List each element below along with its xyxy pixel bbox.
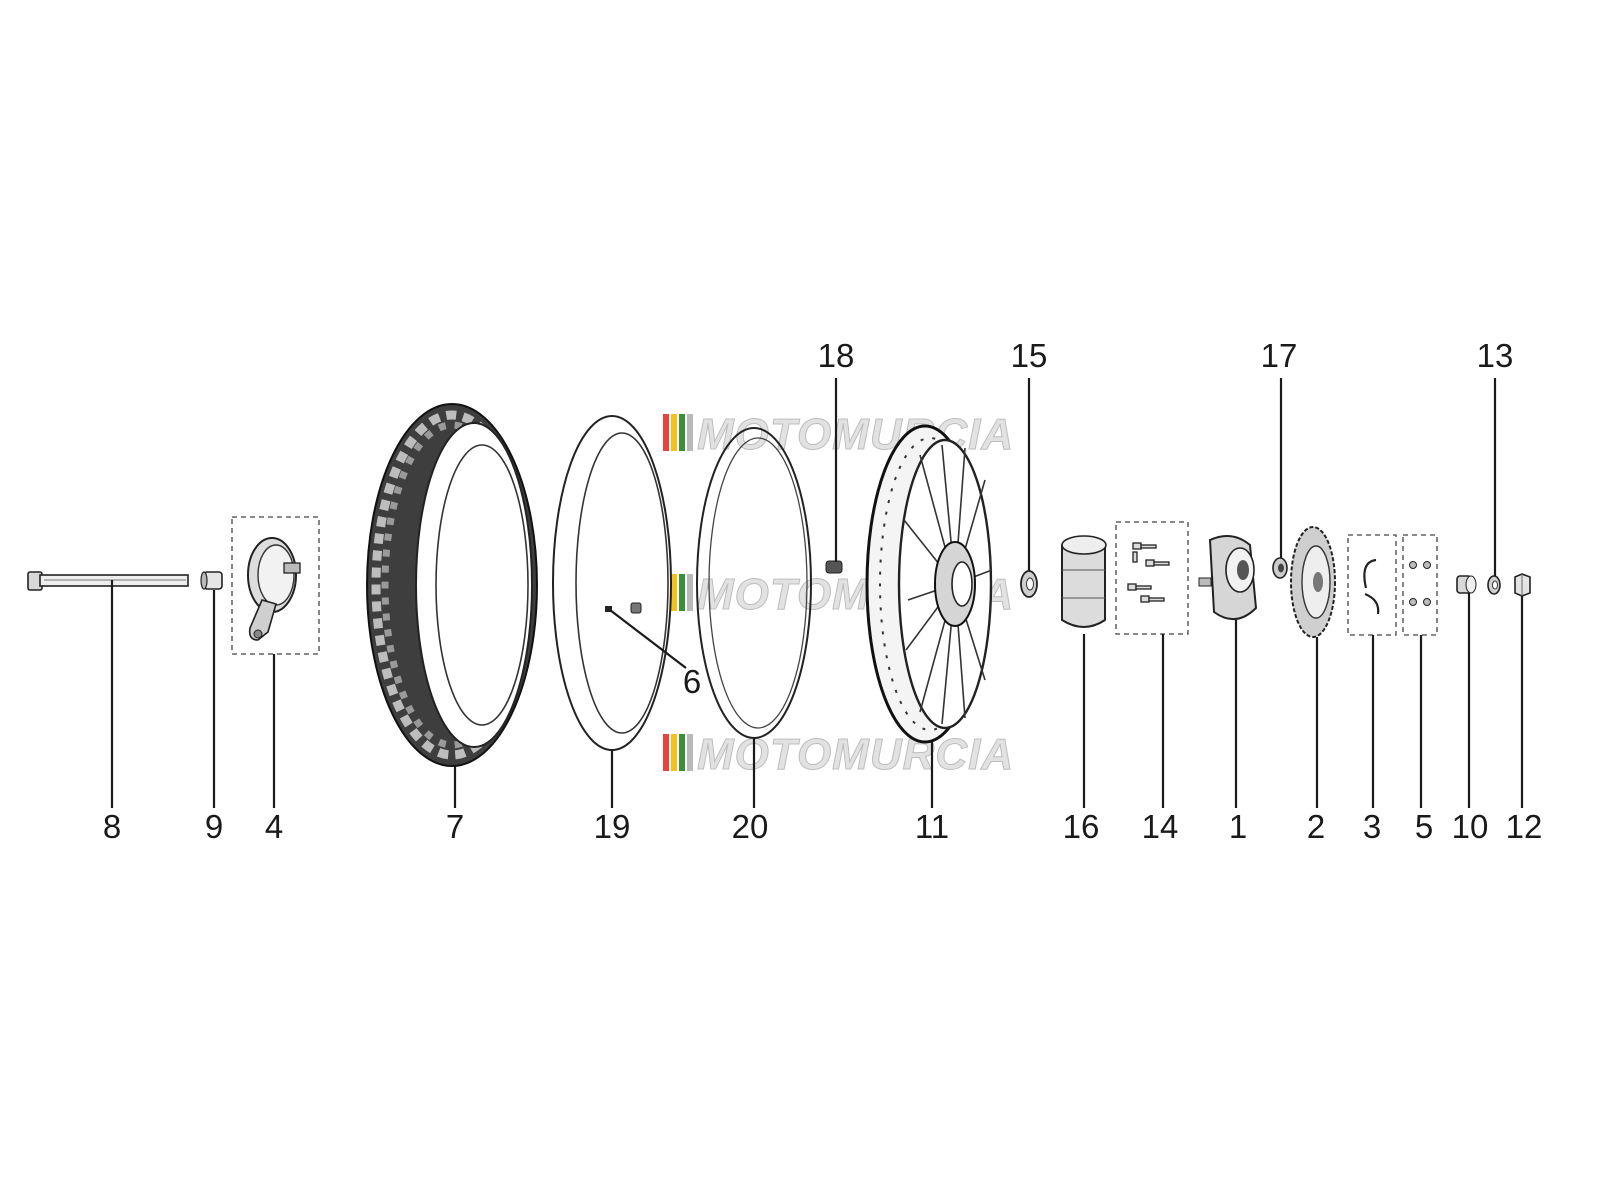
callout-labels: 8 9 4 7 19 6 20 18 11 15 16 14 1 17 2 3 … (103, 337, 1543, 845)
part-15-bearing (1020, 570, 1038, 598)
watermark-bottom: MOTOMURCIA (663, 730, 1014, 780)
callout-2: 2 (1307, 808, 1325, 845)
part-19-inner-tube (552, 415, 672, 751)
part-12-axle-nut (1514, 573, 1531, 597)
callout-17: 17 (1261, 337, 1298, 374)
callout-9: 9 (205, 808, 223, 845)
watermark-text: MOTOMURCIA (697, 730, 1014, 779)
part-17-bearing-washer (1272, 557, 1288, 579)
part-18-wheel-spacer (825, 560, 843, 574)
callout-14: 14 (1142, 808, 1179, 845)
part-16-hub-damper (1061, 535, 1107, 628)
part-9-axle-spacer (200, 571, 223, 590)
part-1-sprocket-carrier-hub (1198, 535, 1258, 620)
callout-19: 19 (594, 808, 631, 845)
part-10-axle-collar (1456, 575, 1477, 594)
part-5-nut-kit (1402, 534, 1438, 636)
part-11-spoked-wheel-rim (865, 424, 993, 744)
callout-13: 13 (1477, 337, 1514, 374)
part-7-tire (366, 403, 538, 767)
part-8-axle-bolt (27, 571, 189, 591)
callout-12: 12 (1506, 808, 1543, 845)
callout-10: 10 (1452, 808, 1489, 845)
part-6-tube-valve (605, 602, 642, 614)
callout-3: 3 (1363, 808, 1381, 845)
leader-lines (110, 378, 1524, 808)
callout-15: 15 (1011, 337, 1048, 374)
callout-1: 1 (1229, 808, 1247, 845)
callout-11: 11 (915, 808, 949, 845)
part-14-bolt-kit (1115, 521, 1189, 635)
callout-4: 4 (265, 808, 283, 845)
part-2-sprocket (1290, 526, 1336, 638)
callout-8: 8 (103, 808, 121, 845)
part-4-brake-plate-kit (231, 516, 320, 655)
callout-16: 16 (1063, 808, 1100, 845)
part-13-washer (1487, 575, 1501, 595)
callout-20: 20 (732, 808, 769, 845)
callout-6: 6 (683, 663, 701, 700)
part-3-circlip-kit (1347, 534, 1397, 636)
callout-5: 5 (1415, 808, 1433, 845)
callout-7: 7 (446, 808, 464, 845)
callout-18: 18 (818, 337, 855, 374)
watermark-text: MOTOMURCIA (697, 410, 1014, 459)
